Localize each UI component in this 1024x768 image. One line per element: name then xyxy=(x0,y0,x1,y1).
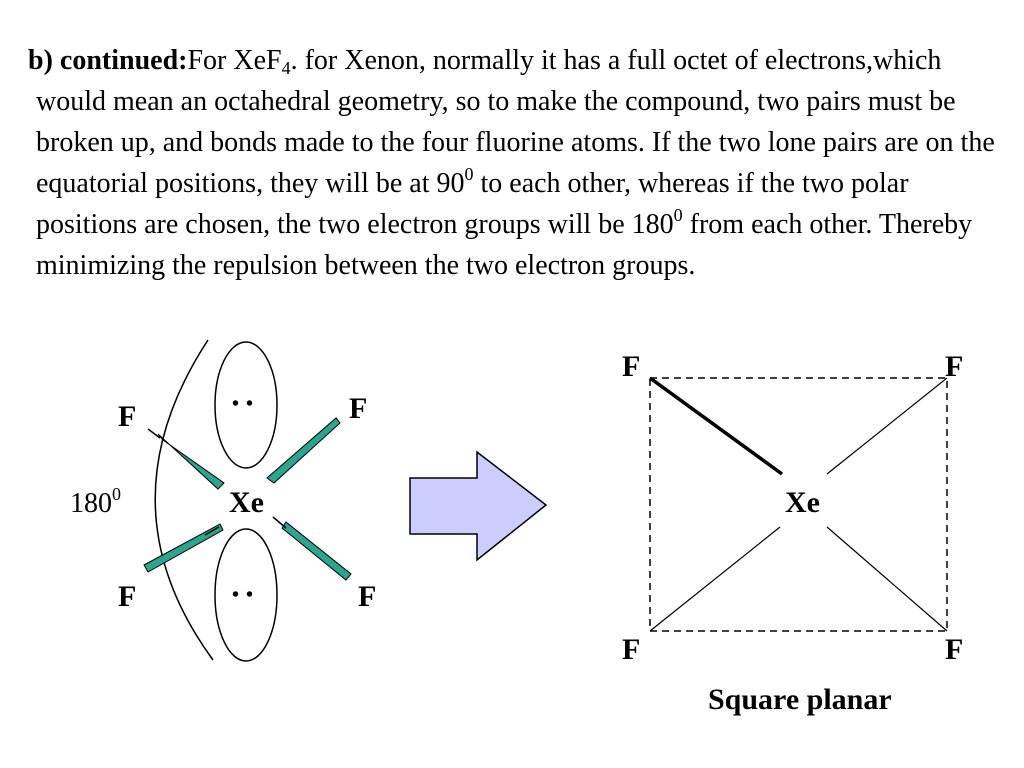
left-f-top-right: F xyxy=(349,392,368,425)
bond-bottom-right xyxy=(826,526,948,632)
left-xe-center: Xe xyxy=(229,486,264,519)
left-f-top-left: F xyxy=(118,400,137,433)
diagram-caption: Square planar xyxy=(708,683,892,716)
bond-bottom-left xyxy=(649,526,781,632)
angle-degree-sup: 0 xyxy=(112,484,121,504)
lone-pair-bottom-dots: • • xyxy=(232,584,255,606)
bond-top-right xyxy=(826,377,948,475)
bond-wedge-bottom-left xyxy=(143,523,224,573)
square-dashed-outline xyxy=(649,377,948,632)
bond-line-top-left xyxy=(147,428,161,439)
right-f-bottom-right: F xyxy=(945,633,964,666)
right-diagram xyxy=(648,376,948,632)
angle-label: 1800 xyxy=(70,485,121,520)
transition-arrow xyxy=(409,450,548,562)
angle-value: 180 xyxy=(70,488,112,519)
left-f-bottom-left: F xyxy=(118,580,137,613)
subscript-4: 4 xyxy=(281,58,291,78)
superscript-degree-b: 0 xyxy=(673,205,683,225)
bond-line-bottom-left xyxy=(204,526,220,536)
body-paragraph: b) continued:For XeF4. for Xenon, normal… xyxy=(28,40,1011,286)
text-part-2: to each other, whereas if the two polar … xyxy=(36,168,909,240)
superscript-degree-a: 0 xyxy=(464,164,474,184)
bond-wedge-top-right xyxy=(266,417,341,484)
lone-pair-top-ellipse xyxy=(214,341,278,469)
lone-pair-top-dots: • • xyxy=(232,393,255,415)
text-part-3: from each other. Thereby minimizing the … xyxy=(36,209,973,281)
right-f-bottom-left: F xyxy=(622,633,641,666)
bond-wedge-bottom-right xyxy=(281,521,352,581)
lone-pair-bottom-ellipse xyxy=(214,528,278,662)
section-label: b) continued: xyxy=(28,45,188,76)
bond-bold-top-left xyxy=(648,376,784,476)
angle-arc xyxy=(154,339,214,661)
text-formula: For XeF xyxy=(187,45,282,76)
right-f-top-left: F xyxy=(622,350,641,383)
left-f-bottom-right: F xyxy=(358,580,377,613)
bond-line-bottom-right xyxy=(272,516,287,529)
bond-wedge-top-left xyxy=(157,433,225,490)
text-part-1: . for Xenon, normally it has a full octe… xyxy=(36,45,995,199)
left-diagram xyxy=(143,339,548,662)
right-xe-center: Xe xyxy=(785,486,820,519)
right-f-top-right: F xyxy=(945,350,964,383)
